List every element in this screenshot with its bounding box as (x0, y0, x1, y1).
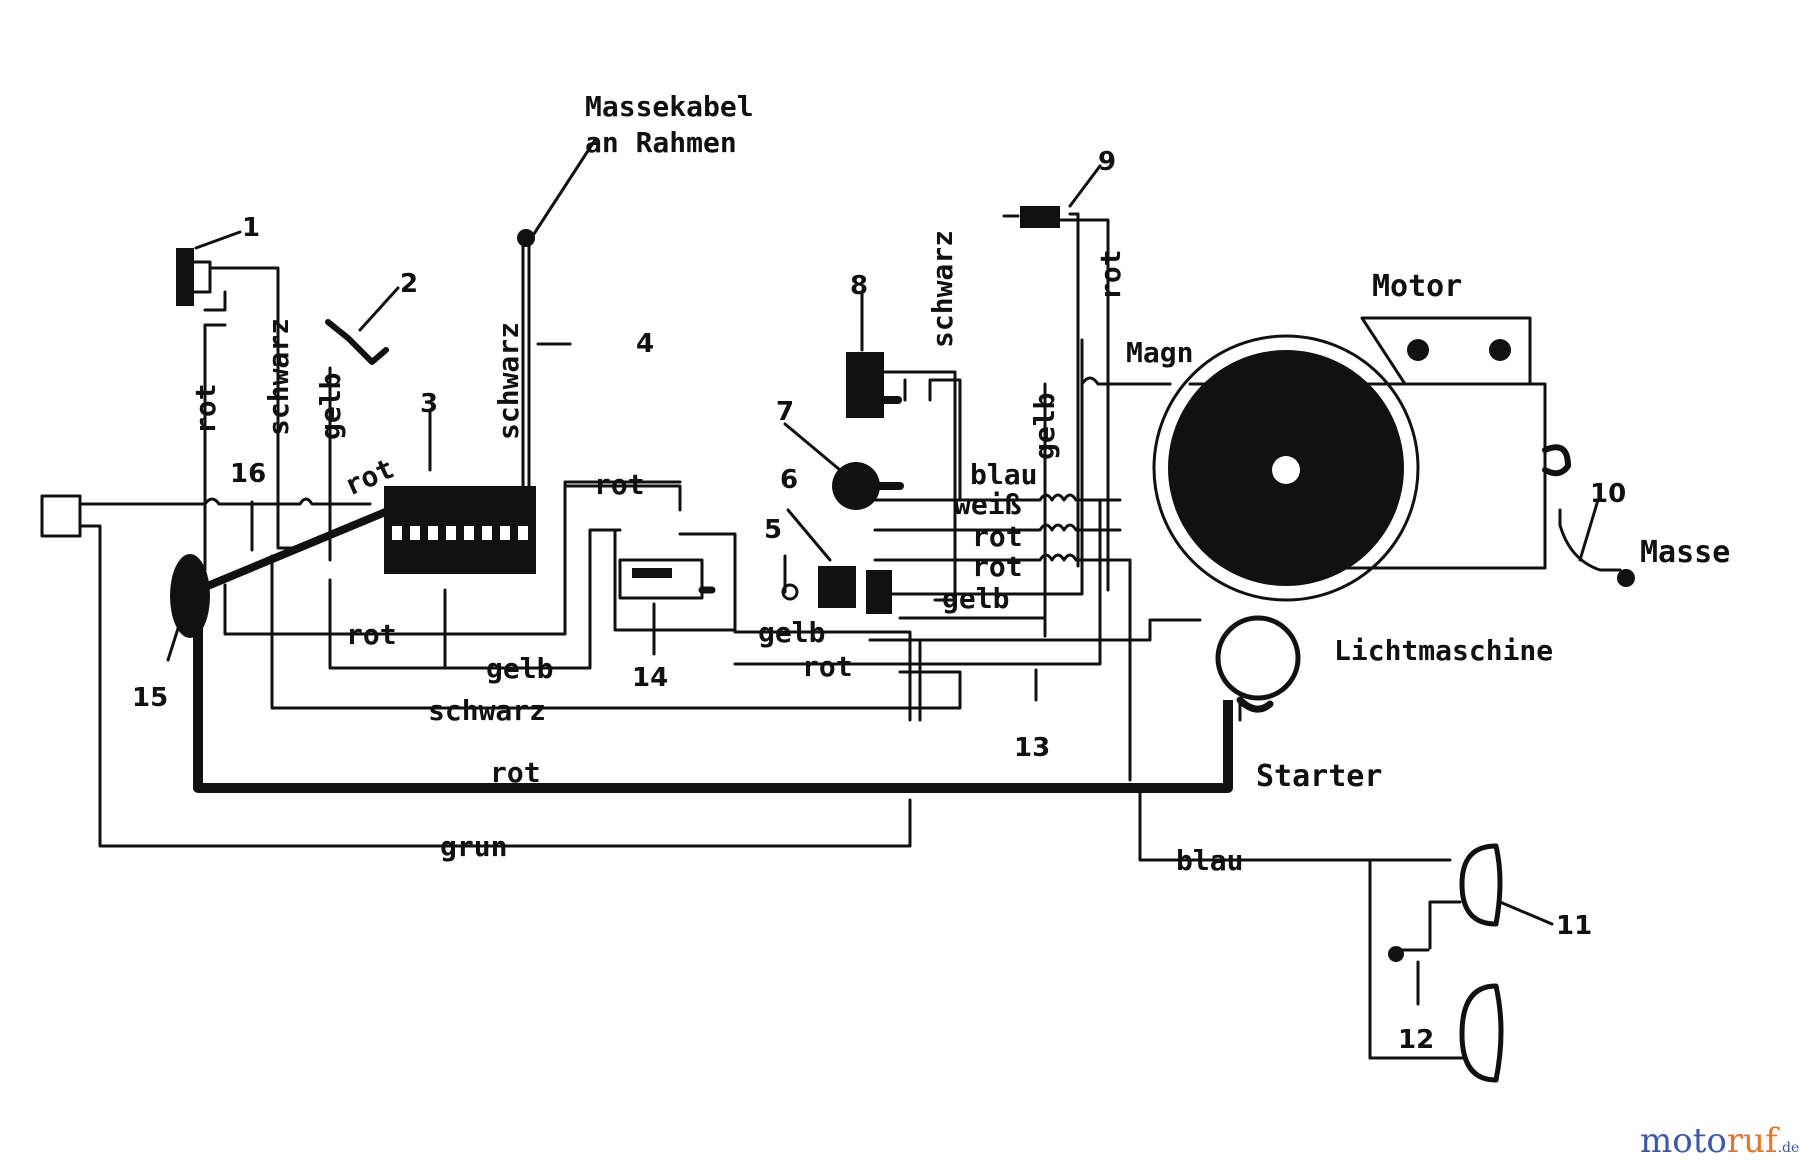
number-1: 1 (242, 213, 260, 243)
wire-grun (78, 524, 912, 848)
label-motor: Motor (1372, 269, 1462, 304)
wires (40, 212, 1622, 1060)
wire-label-weiss: weiß (954, 488, 1022, 521)
wire-color-labels: rot schwarz gelb rot schwarz rot rot gel… (189, 230, 1243, 877)
component-3-fuse-block (384, 486, 536, 574)
wire-label-rot-14: rot (802, 650, 853, 683)
ground-eyelet (517, 229, 535, 247)
number-12: 12 (1398, 1025, 1434, 1055)
label-magn: Magn (1126, 336, 1193, 369)
wire-label-gelb-14: gelb (758, 616, 825, 649)
masse-eyelet (1617, 569, 1635, 587)
wire-label-rot-v9: rot (1094, 249, 1127, 300)
wire-label-schwarz-4: schwarz (492, 322, 525, 440)
wire-label-gelb-mid: gelb (486, 652, 553, 685)
component-15-ignition-switch (170, 492, 415, 638)
wire-blau-bottom (1138, 788, 1467, 1060)
wire-label-blau: blau (970, 458, 1037, 491)
watermark: motoruf.de (1640, 1121, 1799, 1161)
wire-label-rot-b: rot (972, 550, 1023, 583)
number-15: 15 (132, 683, 168, 713)
callout-arrows (166, 138, 1600, 1006)
wire-label-blau-bottom: blau (1176, 844, 1243, 877)
component-2 (325, 319, 389, 365)
label-massekabel-1: Massekabel (585, 90, 754, 123)
wire-label-schwarz-1: schwarz (262, 318, 295, 436)
wire-label-schwarz-8: schwarz (926, 230, 959, 348)
wire-label-gelb-b: gelb (942, 582, 1009, 615)
components (170, 206, 1635, 1083)
wire-label-rot-a: rot (972, 520, 1023, 553)
connector-plug (40, 494, 82, 538)
wire-label-rot-top: rot (594, 468, 645, 501)
number-13: 13 (1014, 733, 1050, 763)
wire-label-rot-mid: rot (346, 618, 397, 651)
number-3: 3 (420, 389, 438, 419)
number-2: 2 (400, 269, 418, 299)
label-lichtmaschine: Lichtmaschine (1334, 634, 1553, 667)
component-7-switch (832, 462, 904, 510)
component-9-switch (1002, 206, 1060, 228)
label-starter: Starter (1256, 759, 1382, 794)
number-14: 14 (632, 663, 668, 693)
component-1-switch (176, 248, 212, 306)
component-8-light-switch (846, 352, 902, 418)
number-6: 6 (780, 465, 798, 495)
wire-label-rot-main: rot (490, 756, 541, 789)
number-9: 9 (1098, 147, 1116, 177)
component-11-headlights (1459, 843, 1504, 1083)
component-numbers: 1 2 3 4 5 6 7 8 9 10 11 12 13 14 15 16 (132, 147, 1626, 1055)
number-5: 5 (764, 515, 782, 545)
wire-rot-main (193, 580, 1233, 793)
number-7: 7 (776, 397, 794, 427)
watermark-text: motoruf.de (1640, 1121, 1799, 1161)
component-labels: Massekabel an Rahmen Motor Magn Masse Li… (585, 90, 1730, 794)
wire-label-schwarz-low: schwarz (428, 694, 546, 727)
number-8: 8 (850, 271, 868, 301)
number-10: 10 (1590, 479, 1626, 509)
wire-schwarz-low (270, 554, 962, 710)
number-4: 4 (636, 329, 654, 359)
component-motor (1152, 316, 1571, 602)
wire-label-gelb-1: gelb (314, 373, 347, 440)
wire-label-gelb-v: gelb (1028, 393, 1061, 460)
number-11: 11 (1556, 911, 1592, 941)
wire-label-rot-1: rot (189, 383, 222, 434)
component-14-relay (618, 558, 716, 600)
label-massekabel-2: an Rahmen (585, 126, 737, 159)
component-6-relay (781, 566, 892, 614)
wire-label-grun: grun (440, 830, 507, 863)
number-16: 16 (230, 459, 266, 489)
component-lichtmaschine (1215, 615, 1301, 701)
label-masse: Masse (1640, 535, 1730, 570)
